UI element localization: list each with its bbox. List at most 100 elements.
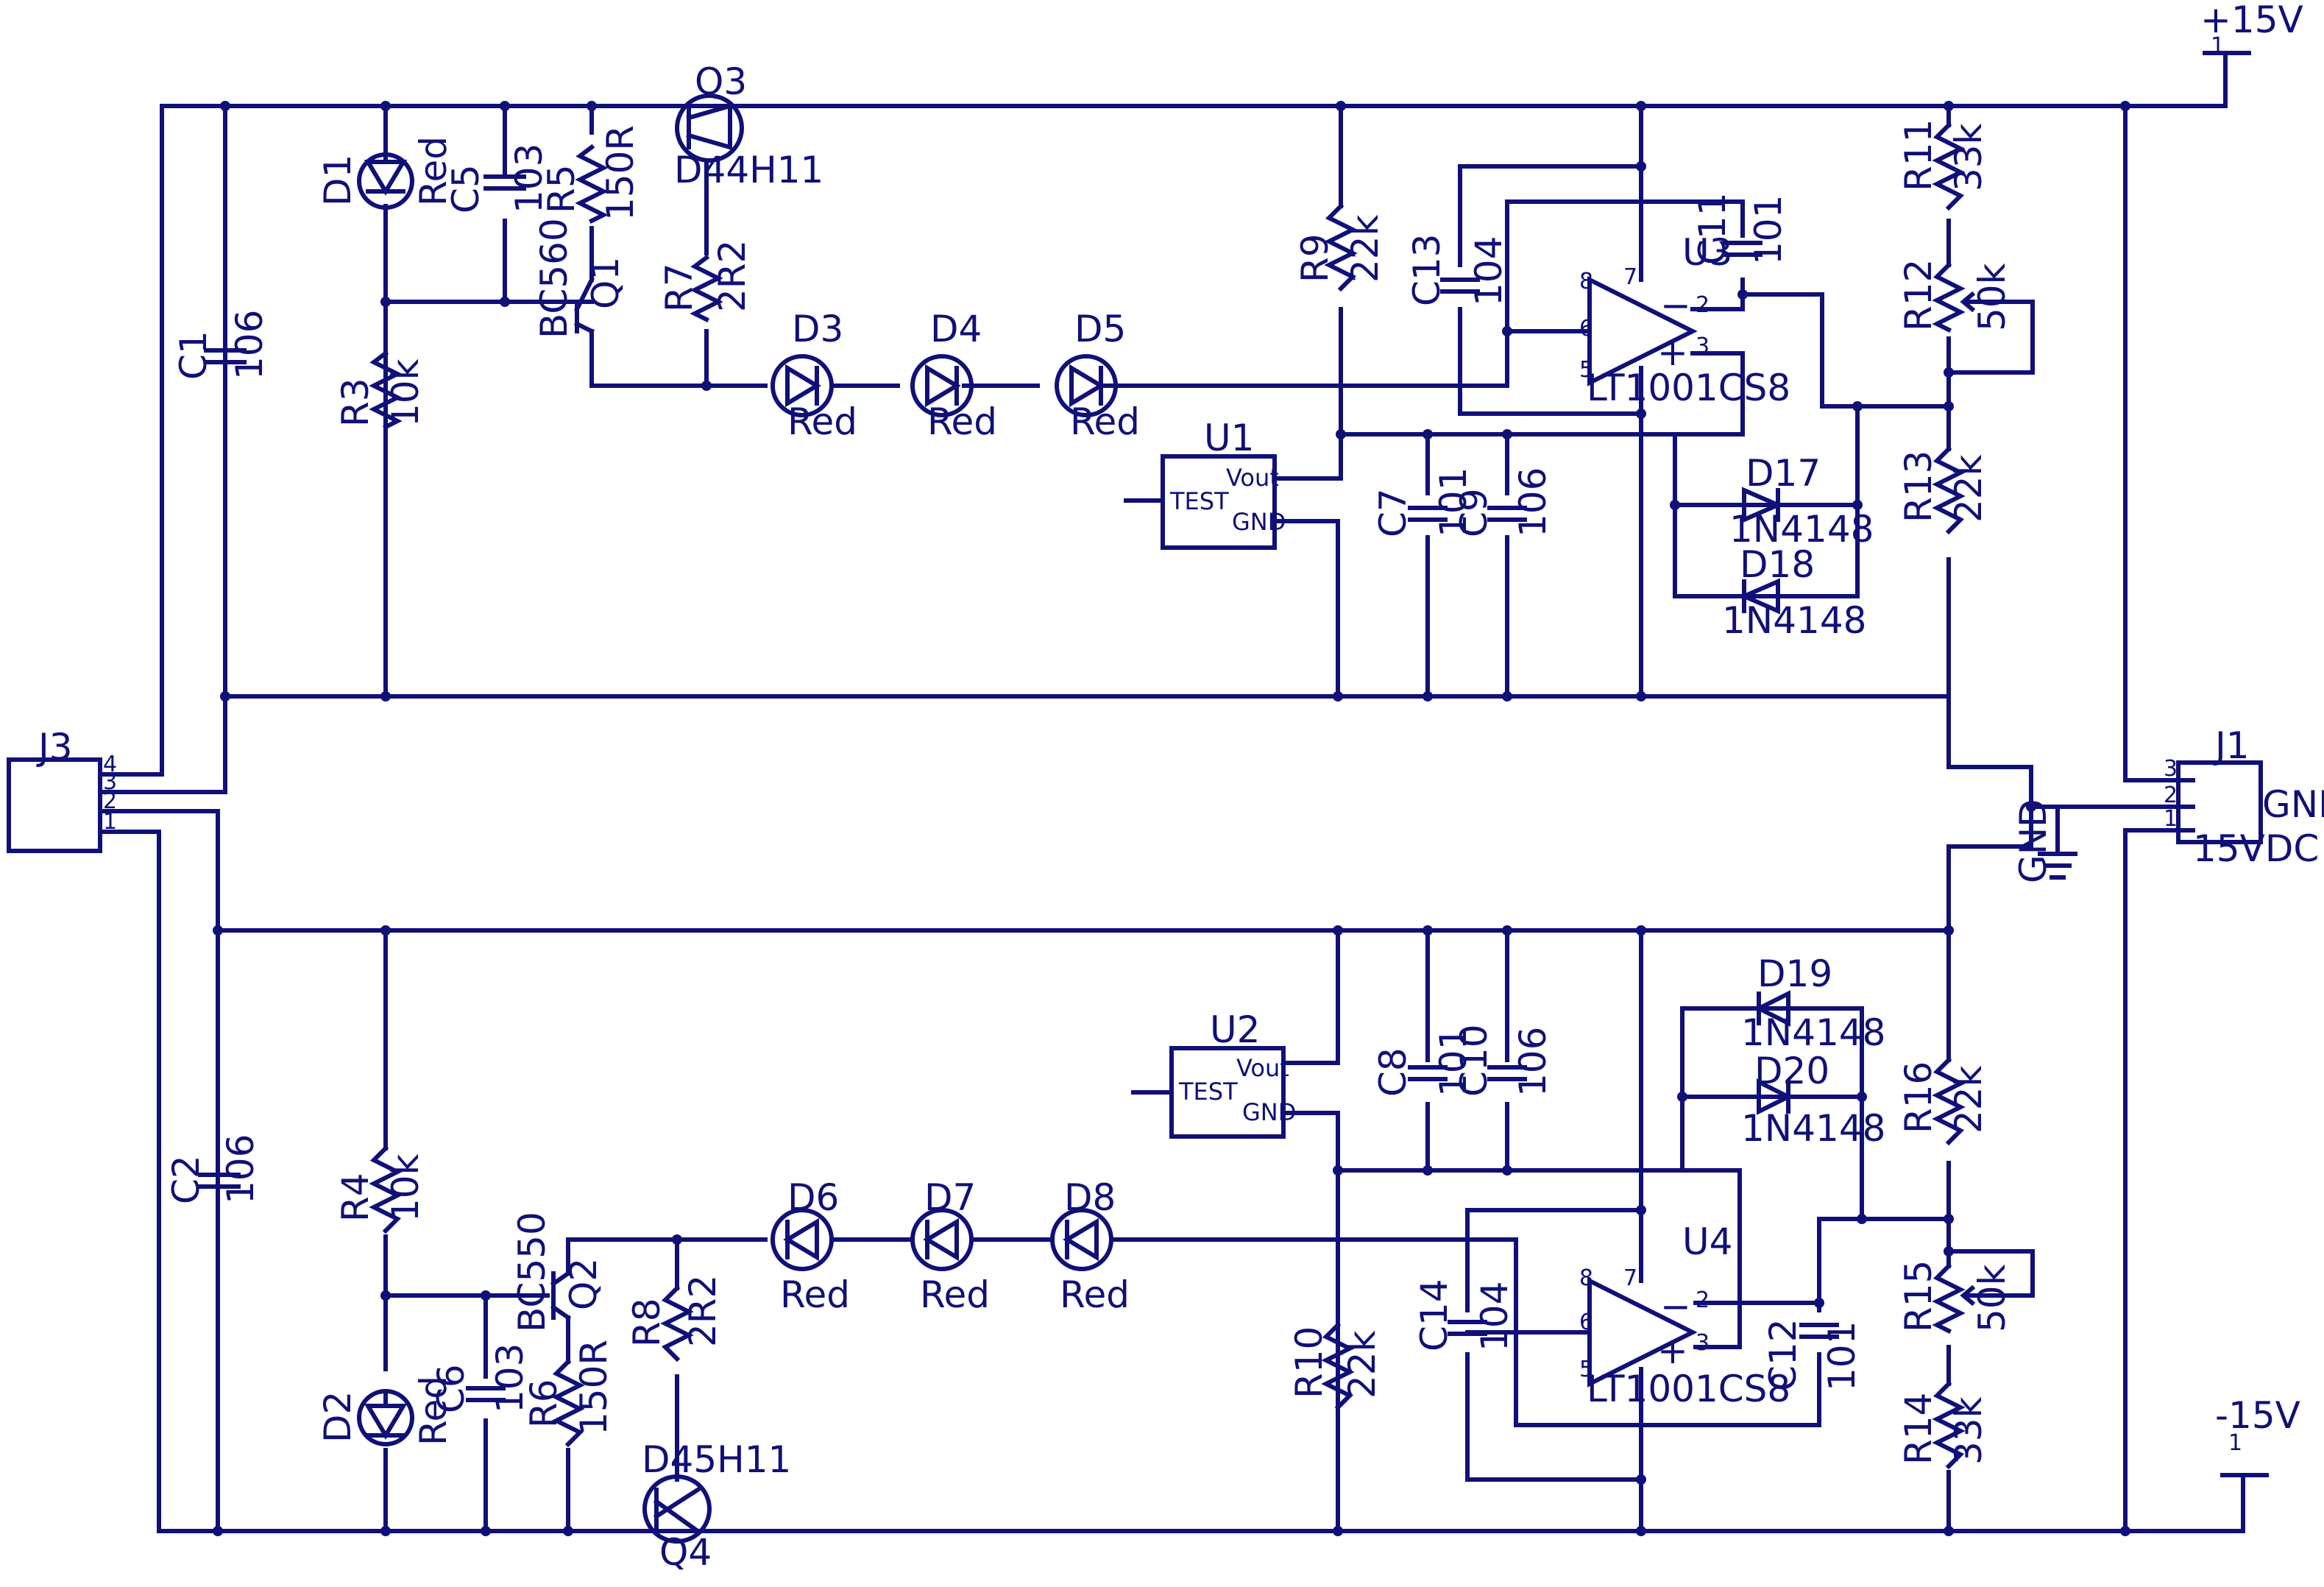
j1-pin2: 2 — [2164, 782, 2178, 808]
component-symbols: −+ −+ — [7, 93, 2263, 1544]
vplus-label: +15V — [2200, 0, 2303, 41]
svg-text:−: − — [1660, 284, 1691, 327]
q1-value: BC560 — [533, 218, 575, 339]
c8-value: 101 — [1432, 1027, 1475, 1097]
d20-ref: D20 — [1754, 1050, 1829, 1092]
c2-ref: C2 — [165, 1155, 208, 1204]
c8-ref: C8 — [1372, 1047, 1414, 1097]
r12-ref: R12 — [1897, 259, 1940, 331]
d18-ref: D18 — [1740, 543, 1815, 586]
c6-ref: C6 — [430, 1364, 472, 1413]
c5-ref: C5 — [444, 164, 487, 213]
j3-pin1: 1 — [103, 809, 117, 835]
d7-ref: D7 — [924, 1176, 976, 1219]
d8-value: Red — [1060, 1273, 1130, 1316]
c12-value: 101 — [1821, 1321, 1863, 1391]
c12-ref: C12 — [1762, 1318, 1804, 1391]
d19-value: 1N4148 — [1741, 1011, 1885, 1054]
r6-ref: R6 — [522, 1379, 565, 1428]
r6-value: 150R — [573, 1340, 615, 1435]
c11-ref: C11 — [1691, 192, 1734, 265]
pin-num: 6 — [1579, 1309, 1593, 1335]
r10-value: 22k — [1341, 1330, 1384, 1399]
d5-value: Red — [1070, 400, 1140, 443]
svg-text:+: + — [1657, 1329, 1688, 1372]
r7-ref: R7 — [658, 263, 701, 312]
d2-value: Red — [412, 1376, 455, 1446]
c7-value: 101 — [1432, 467, 1475, 537]
u3-value: LT1001CS8 — [1587, 367, 1790, 409]
j3-pin4: 4 — [103, 752, 117, 777]
r15-ref: R15 — [1897, 1260, 1940, 1332]
r3-value: 10k — [384, 358, 427, 427]
pin-num: 7 — [1623, 1265, 1637, 1291]
pin-num: 7 — [1623, 264, 1637, 290]
j1-pin1: 1 — [2164, 806, 2178, 832]
d2-ref: D2 — [316, 1391, 359, 1443]
pin-num: 1 — [2211, 33, 2225, 59]
d18-value: 1N4148 — [1722, 599, 1866, 642]
u1-vout: Vout — [1226, 464, 1279, 492]
d7-value: Red — [920, 1273, 990, 1316]
r4-value: 10k — [384, 1153, 427, 1222]
r3-ref: R3 — [334, 378, 377, 427]
d6-ref: D6 — [787, 1176, 839, 1219]
r10-ref: R10 — [1288, 1326, 1331, 1399]
pin-num: 8 — [1579, 269, 1593, 294]
c13-ref: C13 — [1406, 233, 1448, 306]
pin-num: 3 — [1696, 1330, 1710, 1356]
d6-value: Red — [780, 1273, 850, 1316]
pin-num: 2 — [1696, 1287, 1710, 1313]
c14-value: 104 — [1473, 1282, 1516, 1351]
vminus-label: -15V — [2215, 1394, 2300, 1437]
r16-value: 22k — [1947, 1065, 1990, 1134]
j1-ref: J1 — [2213, 724, 2250, 767]
r14-value: 33k — [1947, 1396, 1990, 1465]
pin-num: 3 — [1696, 333, 1710, 359]
r8-ref: R8 — [626, 1298, 668, 1347]
u3-ref: U3 — [1682, 231, 1732, 274]
q1-ref: Q1 — [584, 257, 627, 309]
j1-value: 15VDC — [2193, 827, 2319, 870]
d4-ref: D4 — [930, 308, 982, 350]
pin-num: 1 — [2228, 1430, 2242, 1456]
c9-ref: C9 — [1453, 488, 1495, 537]
u1-ref: U1 — [1204, 417, 1254, 459]
r7-value: 2R2 — [711, 240, 754, 312]
j1-gnd-label: GND — [2262, 783, 2324, 826]
r9-ref: R9 — [1294, 233, 1336, 283]
d5-ref: D5 — [1074, 308, 1126, 350]
r14-ref: R14 — [1897, 1393, 1940, 1465]
c6-value: 103 — [489, 1343, 531, 1413]
d3-value: Red — [787, 400, 857, 443]
q3-value: D44H11 — [674, 149, 823, 191]
r9-value: 22k — [1344, 214, 1386, 283]
d8-ref: D8 — [1064, 1176, 1116, 1219]
q2-value: BC550 — [511, 1212, 553, 1332]
d1-ref: D1 — [316, 155, 359, 206]
r4-ref: R4 — [334, 1173, 377, 1222]
u4-value: LT1001CS8 — [1587, 1368, 1790, 1410]
c1-value: 106 — [228, 310, 271, 380]
r12-value: 50k — [1971, 263, 2013, 331]
svg-text:−: − — [1660, 1285, 1691, 1328]
c10-ref: C10 — [1453, 1024, 1495, 1097]
r16-ref: R16 — [1897, 1061, 1940, 1134]
c9-value: 106 — [1512, 467, 1554, 537]
pin-num: 5 — [1579, 1357, 1593, 1382]
pin-num: 8 — [1579, 1265, 1593, 1291]
c5-value: 103 — [508, 144, 550, 213]
u1-value: TEST — [1169, 487, 1229, 515]
u1-gnd: GND — [1232, 508, 1286, 536]
d1-value: Red — [412, 136, 455, 206]
j3-pin3: 3 — [103, 769, 117, 795]
q3-ref: Q3 — [695, 60, 747, 103]
pin-num: 2 — [1696, 292, 1710, 318]
r11-value: 33k — [1947, 123, 1990, 191]
c11-value: 101 — [1747, 195, 1790, 265]
gnd-symbol-label: GND — [2012, 799, 2055, 883]
j3-ref: J3 — [36, 726, 73, 768]
c14-ref: C14 — [1413, 1279, 1456, 1351]
c2-value: 106 — [219, 1134, 262, 1204]
